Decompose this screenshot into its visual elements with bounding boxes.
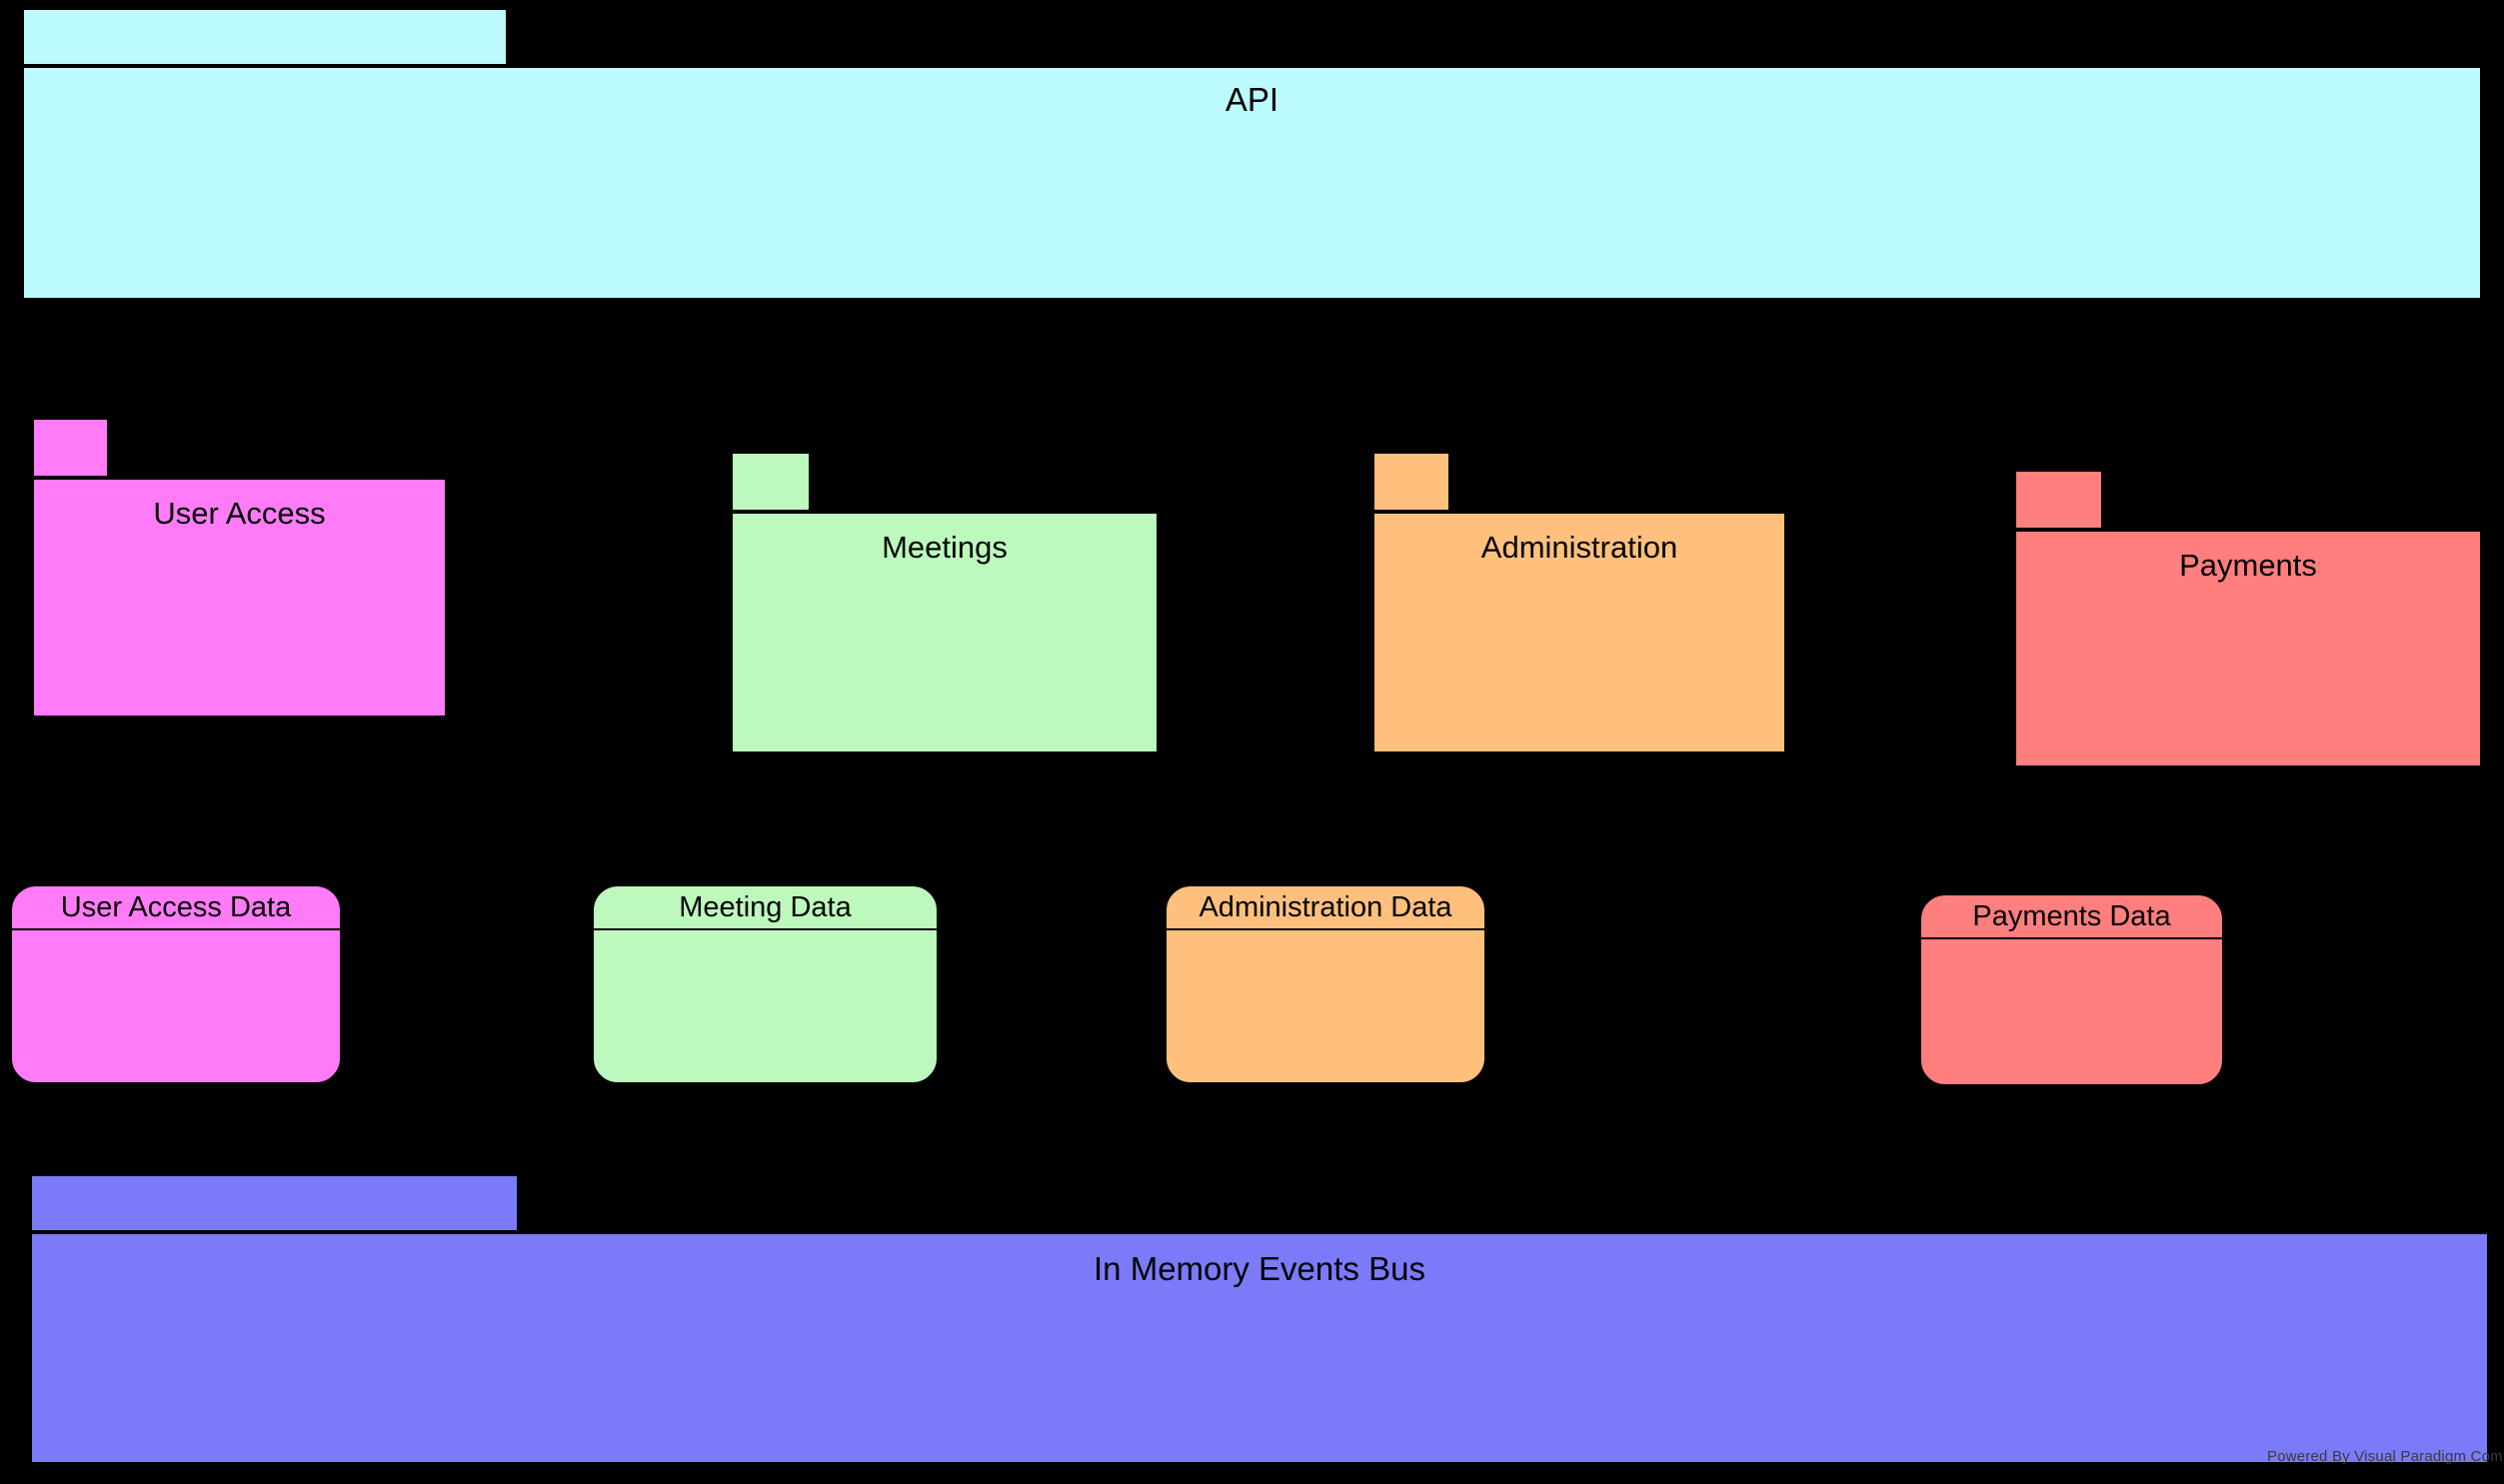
watermark: Powered By Visual Paradigm Community Edi… bbox=[2267, 1448, 2504, 1465]
package-user-access-tab bbox=[32, 418, 109, 478]
package-meetings-tab bbox=[731, 452, 811, 512]
package-api[interactable]: API bbox=[22, 8, 2482, 300]
package-payments-tab bbox=[2014, 470, 2103, 530]
datastore-user-access-data-label: User Access Data bbox=[12, 886, 340, 930]
package-user-access[interactable]: User Access bbox=[32, 418, 447, 718]
package-events-bus-tab bbox=[30, 1174, 519, 1232]
package-meetings-label: Meetings bbox=[882, 530, 1008, 565]
package-api-label: API bbox=[1225, 81, 1279, 118]
package-events-bus-body bbox=[30, 1232, 2489, 1464]
package-administration-body bbox=[1372, 512, 1786, 753]
datastore-administration-data[interactable]: Administration Data bbox=[1165, 884, 1486, 1084]
datastore-payments-data[interactable]: Payments Data bbox=[1919, 893, 2224, 1086]
datastore-user-access-data[interactable]: User Access Data bbox=[10, 884, 342, 1084]
package-api-body bbox=[22, 66, 2482, 300]
package-administration-label: Administration bbox=[1480, 530, 1678, 565]
package-in-memory-events-bus[interactable]: In Memory Events Bus bbox=[30, 1174, 2489, 1464]
package-payments-label: Payments bbox=[2179, 548, 2317, 583]
watermark-text: Powered By Visual Paradigm Community Edi… bbox=[2267, 1448, 2504, 1465]
package-user-access-label: User Access bbox=[153, 496, 326, 531]
datastore-meeting-data-label: Meeting Data bbox=[594, 886, 937, 930]
package-meetings-body bbox=[731, 512, 1159, 753]
package-administration[interactable]: Administration bbox=[1372, 452, 1786, 753]
package-api-tab bbox=[22, 8, 508, 66]
datastore-meeting-data[interactable]: Meeting Data bbox=[592, 884, 939, 1084]
package-payments-body bbox=[2014, 530, 2482, 767]
package-events-bus-label: In Memory Events Bus bbox=[1094, 1250, 1425, 1287]
package-user-access-body bbox=[32, 478, 447, 718]
datastore-administration-data-label: Administration Data bbox=[1167, 886, 1484, 930]
package-payments[interactable]: Payments bbox=[2014, 470, 2482, 767]
package-administration-tab bbox=[1372, 452, 1450, 512]
package-meetings[interactable]: Meetings bbox=[731, 452, 1159, 753]
datastore-payments-data-label: Payments Data bbox=[1921, 895, 2222, 939]
